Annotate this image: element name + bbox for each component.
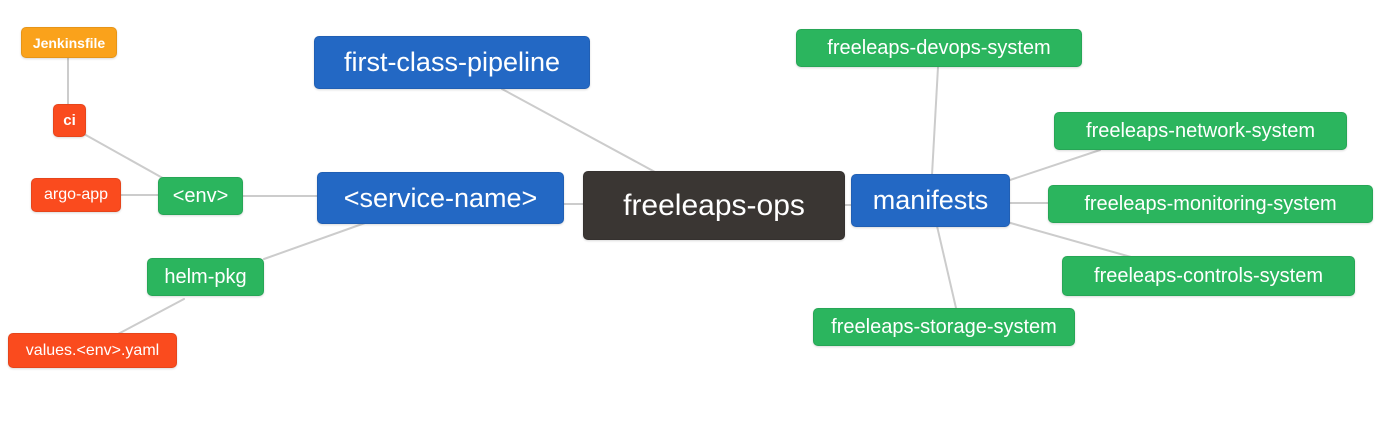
node-helm-pkg[interactable]: helm-pkg (147, 258, 264, 296)
node-manifests[interactable]: manifests (851, 174, 1010, 227)
node-freeleaps-controls-system[interactable]: freeleaps-controls-system (1062, 256, 1355, 296)
edge-manifests-controls (1006, 221, 1132, 258)
node-env[interactable]: <env> (158, 177, 243, 215)
node-jenkinsfile[interactable]: Jenkinsfile (21, 27, 117, 58)
edge-pipeline-root (501, 88, 656, 173)
node-freeleaps-network-system[interactable]: freeleaps-network-system (1054, 112, 1347, 150)
edge-helm-pkg-service-name (263, 222, 366, 260)
node-argo-app[interactable]: argo-app (31, 178, 121, 212)
node-freeleaps-monitoring-system[interactable]: freeleaps-monitoring-system (1048, 185, 1373, 223)
node-first-class-pipeline[interactable]: first-class-pipeline (314, 36, 590, 89)
edge-manifests-storage (936, 225, 957, 309)
node-freeleaps-storage-system[interactable]: freeleaps-storage-system (813, 308, 1075, 346)
edge-manifests-network (1006, 149, 1101, 182)
node-values-env-yaml[interactable]: values.<env>.yaml (8, 333, 177, 368)
node-freeleaps-devops-system[interactable]: freeleaps-devops-system (796, 29, 1082, 67)
node-freeleaps-ops[interactable]: freeleaps-ops (583, 171, 845, 240)
node-service-name[interactable]: <service-name> (317, 172, 564, 224)
edge-ci-env (83, 133, 169, 182)
node-ci[interactable]: ci (53, 104, 86, 137)
edge-values-helm-pkg (117, 298, 185, 335)
edge-manifests-devops (931, 66, 939, 176)
